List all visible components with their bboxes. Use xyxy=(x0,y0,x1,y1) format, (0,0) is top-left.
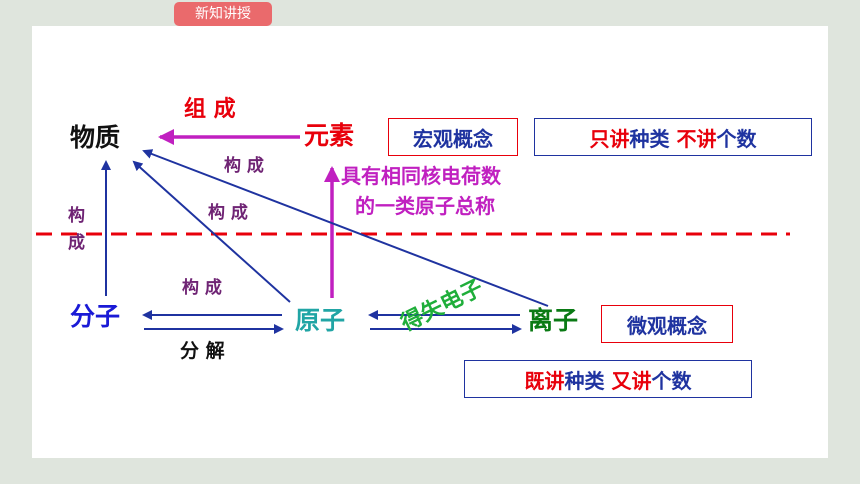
macro-concept-label: 宏观概念 xyxy=(413,126,493,151)
micro-concept-box: 微观概念 xyxy=(601,305,733,343)
label-molecule-to-atom: 分 解 xyxy=(180,340,225,362)
label-ion-to-substance: 构 成 xyxy=(224,156,264,176)
micro-desc-part-a: 既讲 xyxy=(524,368,565,393)
macro-desc-part-a: 只讲 xyxy=(589,126,630,151)
label-molecule-to-substance-1: 构 xyxy=(68,206,85,226)
node-ion: 离子 xyxy=(528,306,579,335)
label-atom-to-substance: 构 成 xyxy=(208,203,248,223)
node-atom: 原子 xyxy=(295,306,346,335)
node-substance: 物质 xyxy=(70,123,121,152)
macro-desc-part-c: 不讲 xyxy=(669,126,717,151)
label-atom-to-element-1: 具有相同核电荷数 xyxy=(341,164,501,188)
macro-description-box: 只讲种类 不讲个数 xyxy=(534,118,812,156)
macro-desc-part-d: 个数 xyxy=(716,126,757,151)
micro-description-box: 既讲种类 又讲个数 xyxy=(464,360,752,398)
arrow-atom-to-substance xyxy=(132,160,291,303)
label-atom-to-molecule: 构 成 xyxy=(182,278,222,298)
label-molecule-to-substance-2: 成 xyxy=(68,233,85,253)
node-molecule: 分子 xyxy=(70,302,121,331)
label-element-to-substance: 组 成 xyxy=(184,97,236,122)
arrow-ion-to-substance xyxy=(142,149,549,307)
macro-desc-part-b: 种类 xyxy=(629,126,670,151)
micro-concept-label: 微观概念 xyxy=(627,313,707,338)
micro-desc-part-c: 又讲 xyxy=(604,368,652,393)
micro-desc-part-d: 个数 xyxy=(651,368,692,393)
section-tag: 新知讲授 xyxy=(174,2,272,26)
label-atom-to-element-2: 的一类原子总称 xyxy=(355,194,495,218)
micro-desc-part-b: 种类 xyxy=(564,368,605,393)
macro-concept-box: 宏观概念 xyxy=(388,118,518,156)
node-element: 元素 xyxy=(304,121,355,150)
